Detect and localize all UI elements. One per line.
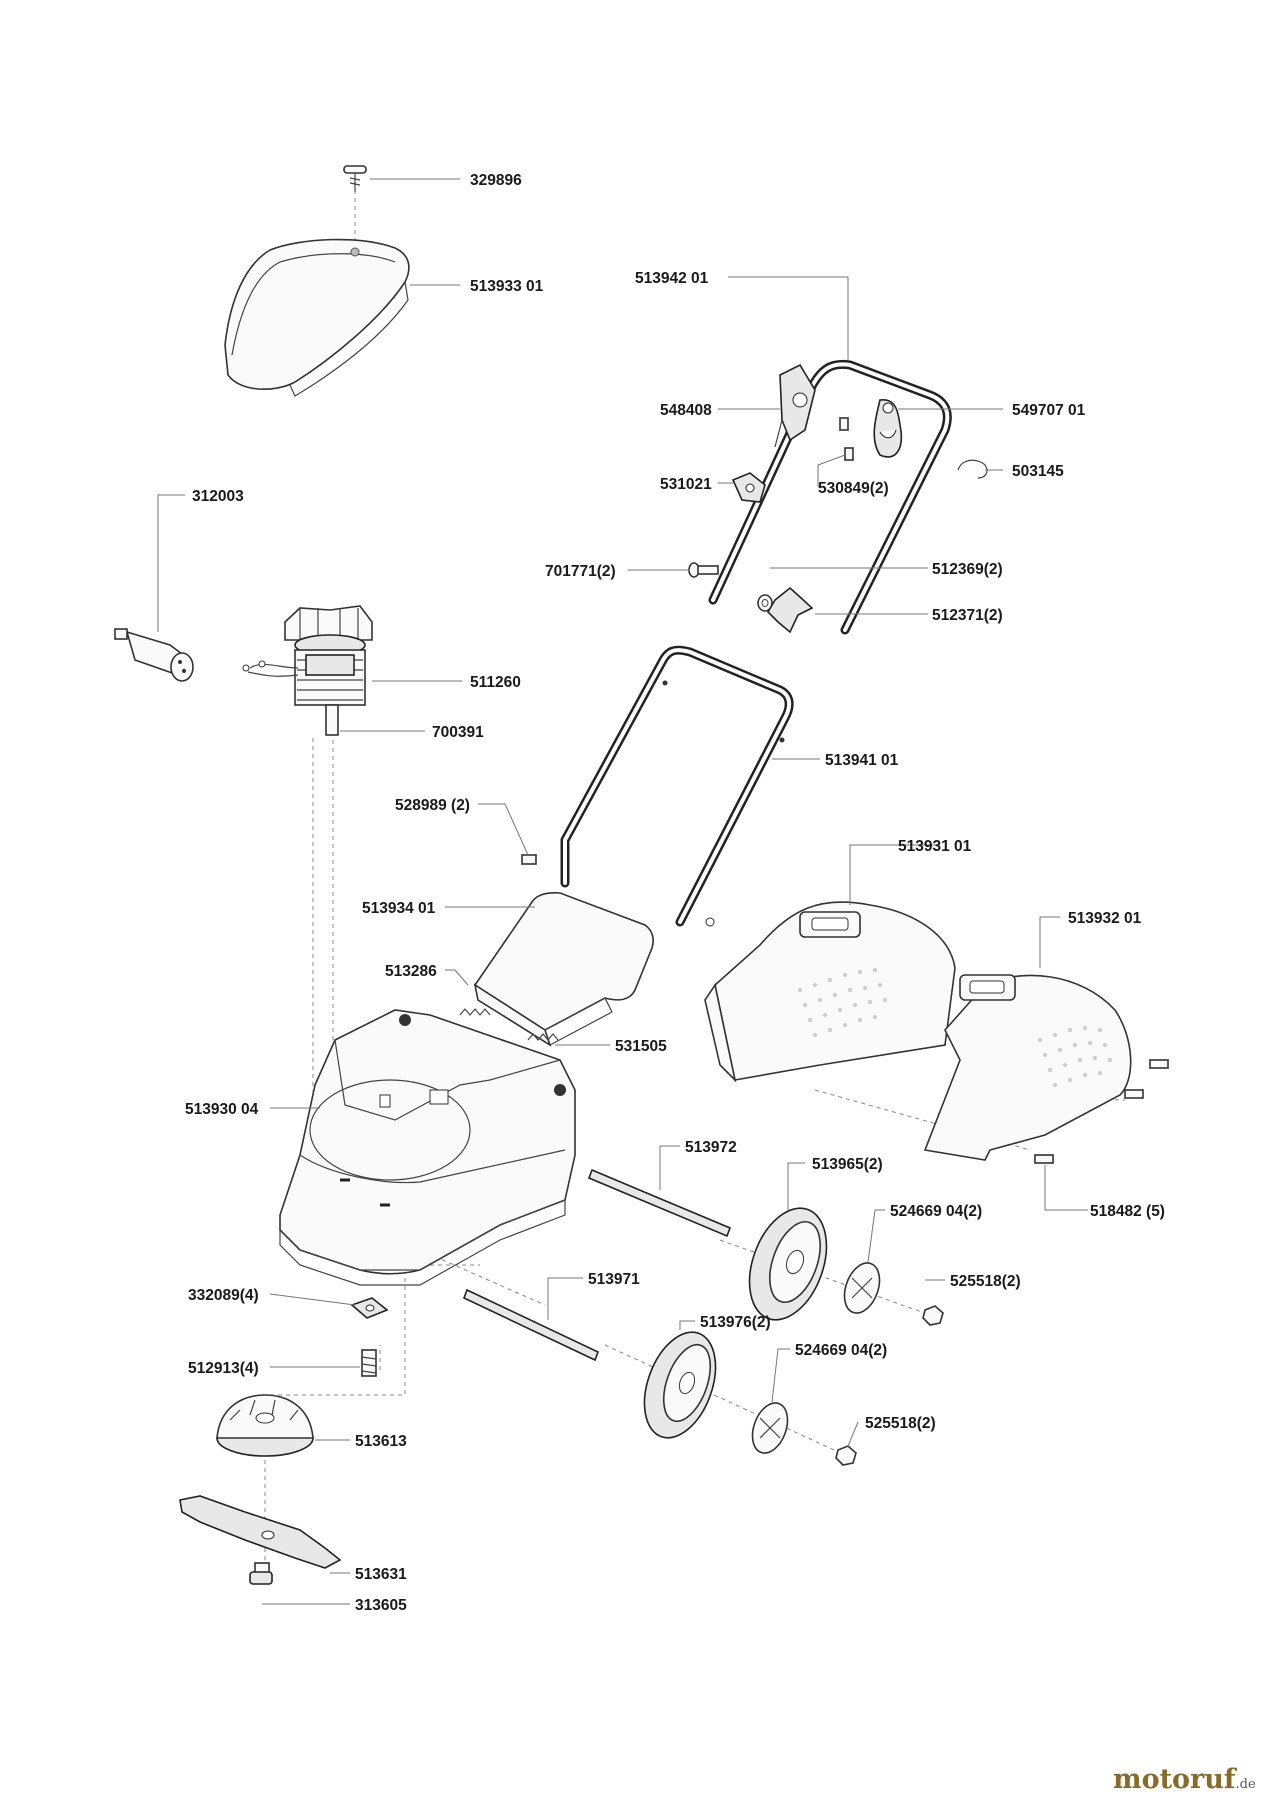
label-700391: 700391 — [432, 724, 484, 741]
star-knob-512371-icon — [766, 586, 814, 634]
screw-512913-icon — [361, 1349, 377, 1377]
washer-512369-icon — [757, 594, 773, 612]
motor-cover-icon — [224, 238, 410, 397]
label-528989: 528989 (2) — [395, 797, 470, 814]
label-513932-01: 513932 01 — [1068, 910, 1142, 927]
fan-513613-icon — [216, 1394, 314, 1457]
label-512369: 512369(2) — [932, 561, 1003, 578]
label-549707-01: 549707 01 — [1012, 402, 1086, 419]
bolt-313605-icon — [249, 1562, 273, 1585]
front-wheel-icon — [643, 1331, 717, 1439]
nut-front-icon — [835, 1445, 857, 1466]
label-524669-04-front: 524669 04(2) — [795, 1342, 887, 1359]
label-513972: 513972 — [685, 1139, 737, 1156]
grass-box-upper-icon — [704, 901, 956, 1083]
watermark-tld: .de — [1235, 1777, 1256, 1792]
part-labels: 329896 513933 01 513942 01 548408 549707… — [185, 172, 1165, 1614]
label-513941-01: 513941 01 — [825, 752, 899, 769]
rear-flap-icon — [473, 892, 654, 1047]
label-518482: 518482 (5) — [1090, 1203, 1165, 1220]
label-512913: 512913(4) — [188, 1360, 259, 1377]
label-524669-04-rear: 524669 04(2) — [890, 1203, 982, 1220]
rear-wheel-icon — [748, 1207, 828, 1321]
label-332089: 332089(4) — [188, 1287, 259, 1304]
nut-rear-icon — [922, 1305, 944, 1326]
label-513613: 513613 — [355, 1433, 407, 1450]
label-512371: 512371(2) — [932, 607, 1003, 624]
screw-528989-icon — [521, 854, 715, 927]
label-513286: 513286 — [385, 963, 437, 980]
label-530849: 530849(2) — [818, 480, 889, 497]
square-nut-332089-icon — [350, 1297, 389, 1319]
knob-531021-icon — [731, 472, 766, 503]
capacitor-312003-icon — [114, 628, 194, 682]
label-513965: 513965(2) — [812, 1156, 883, 1173]
screw-329896-icon — [343, 165, 367, 192]
label-525518-front: 525518(2) — [865, 1415, 936, 1432]
label-513934-01: 513934 01 — [362, 900, 436, 917]
axle-513972-icon — [587, 1168, 732, 1238]
screw-530849-icon — [839, 417, 854, 461]
label-313605: 313605 — [355, 1597, 407, 1614]
watermark-brand: motoruf — [1113, 1764, 1236, 1795]
label-503145: 503145 — [1012, 463, 1064, 480]
label-513930-04: 513930 04 — [185, 1101, 259, 1118]
label-513976: 513976(2) — [700, 1314, 771, 1331]
label-548408: 548408 — [660, 402, 712, 419]
label-513931-01: 513931 01 — [898, 838, 972, 855]
label-513933-01: 513933 01 — [470, 278, 544, 295]
switch-548408-icon — [774, 363, 816, 448]
screw-518482-icon — [1034, 1059, 1169, 1164]
label-511260: 511260 — [470, 674, 521, 691]
cable-hook-icon — [873, 399, 902, 458]
axle-513971-icon — [462, 1288, 600, 1362]
label-701771: 701771(2) — [545, 563, 616, 580]
label-513971: 513971 — [588, 1271, 640, 1288]
spring-513286-icon — [459, 1008, 491, 1016]
leader-lines — [157, 178, 1088, 1605]
blade-513631-icon — [179, 1495, 342, 1569]
clip-503145-icon — [957, 459, 988, 479]
mower-deck-icon — [279, 1009, 576, 1286]
bolt-701771-icon — [688, 562, 719, 578]
label-312003: 312003 — [192, 488, 244, 505]
label-513942-01: 513942 01 — [635, 270, 709, 287]
label-531021: 531021 — [660, 476, 712, 493]
label-329896: 329896 — [470, 172, 522, 189]
grass-box-lower-icon — [923, 974, 1132, 1161]
label-513631: 513631 — [355, 1566, 407, 1583]
lower-handle-icon — [560, 645, 794, 927]
hub-cap-rear-icon — [843, 1262, 881, 1314]
watermark-logo: motoruf.de — [1113, 1764, 1256, 1795]
spring-531505-icon — [527, 1033, 559, 1041]
label-531505: 531505 — [615, 1038, 667, 1055]
motor-511260-icon — [242, 605, 373, 736]
upper-handle-icon — [708, 359, 952, 635]
label-525518-rear: 525518(2) — [950, 1273, 1021, 1290]
hub-cap-front-icon — [751, 1402, 789, 1454]
